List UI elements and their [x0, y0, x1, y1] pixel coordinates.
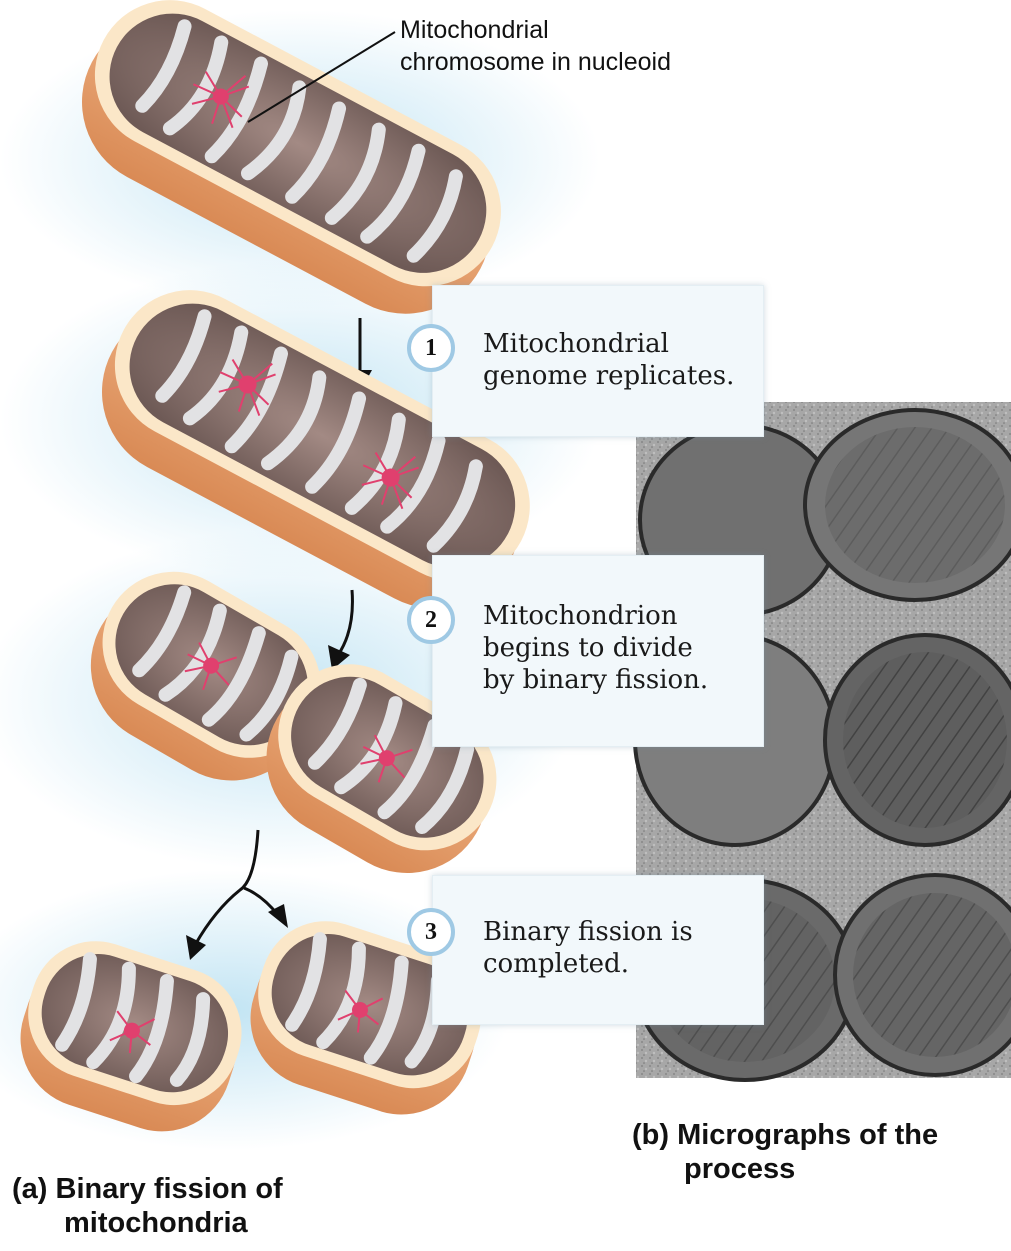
step-2-box: 2 Mitochondrion begins to divide by bina…: [432, 555, 764, 747]
step-2-line-2: begins to divide: [483, 633, 693, 663]
nucleoid-callout-label: Mitochondrial chromosome in nucleoid: [400, 14, 671, 78]
step-3-text: Binary fission is completed.: [483, 916, 749, 980]
caption-a-letter: (a): [12, 1172, 47, 1206]
step-2-line-3: by binary fission.: [483, 665, 708, 695]
caption-a: (a) Binary fission of mitochondria: [12, 1172, 283, 1240]
callout-line-1: Mitochondrial: [400, 16, 549, 44]
step-3-line-2: completed.: [483, 949, 629, 979]
step-3-box: 3 Binary fission is completed.: [432, 875, 764, 1025]
step-3-number-badge: 3: [407, 908, 455, 956]
step-1-text: Mitochondrial genome replicates.: [483, 328, 749, 392]
caption-b-line-2: process: [632, 1152, 938, 1186]
caption-b-letter: (b): [632, 1118, 669, 1152]
step-1-box: 1 Mitochondrial genome replicates.: [432, 285, 764, 437]
caption-a-line-1: Binary fission of: [56, 1173, 283, 1205]
step-2-text: Mitochondrion begins to divide by binary…: [483, 600, 749, 696]
step-2-number-badge: 2: [407, 596, 455, 644]
callout-line-2: chromosome in nucleoid: [400, 48, 671, 76]
caption-b: (b) Micrographs of the process: [632, 1118, 938, 1186]
caption-b-line-1: Micrographs of the: [677, 1119, 938, 1151]
step-1-line-1: Mitochondrial: [483, 329, 669, 359]
caption-a-line-2: mitochondria: [12, 1206, 283, 1240]
step-1-line-2: genome replicates.: [483, 361, 734, 391]
step-3-line-1: Binary fission is: [483, 917, 693, 947]
step-2-line-1: Mitochondrion: [483, 601, 678, 631]
step-1-number-badge: 1: [407, 324, 455, 372]
